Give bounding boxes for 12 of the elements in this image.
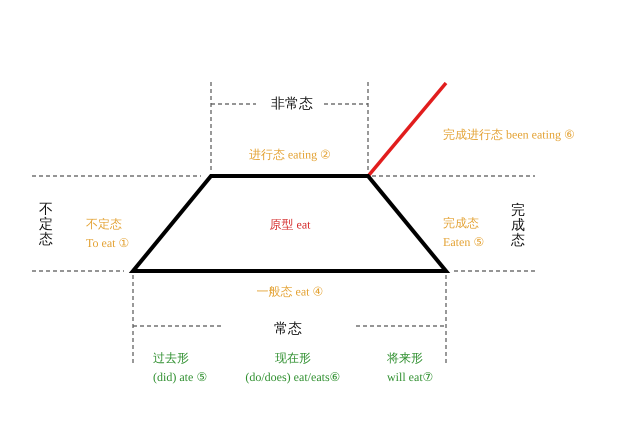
tense-label: 将来形 will eat⑦ [387,350,434,386]
category-heading: 非常态 [271,95,313,113]
tense-label: 现在形 (do/does) eat/eats⑥ [245,350,341,386]
tense-label: 进行态 eating ② [248,146,332,164]
tense-label: 完成进行态 been eating ⑥ [443,126,575,144]
category-heading: 完成态 [510,204,526,248]
tense-label: 不定态 To eat ① [86,216,130,252]
tense-label: 一般态 eat ④ [256,284,324,300]
tense-label: 过去形 (did) ate ⑤ [153,350,208,386]
tense-label: 完成态 Eaten ⑤ [443,215,484,251]
category-heading: 常态 [274,320,302,338]
category-heading: 不定态 [38,202,54,248]
